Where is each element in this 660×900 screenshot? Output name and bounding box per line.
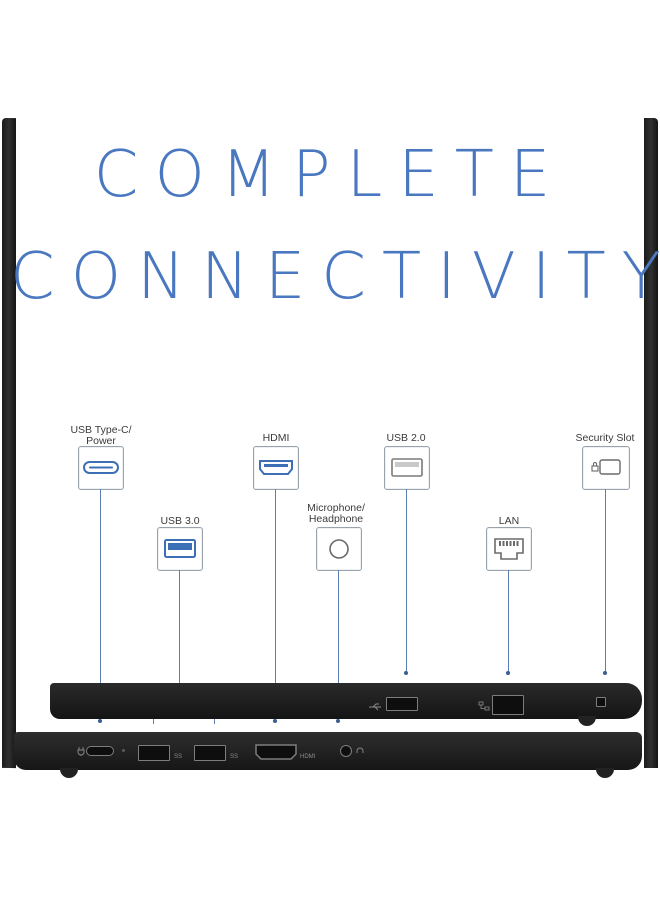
mic-connector-line	[338, 570, 339, 721]
security-connector-dot	[603, 671, 607, 675]
usb-speed-mark-2: SS	[230, 754, 239, 760]
security-port-callout	[582, 446, 630, 490]
mic-connector-dot	[336, 719, 340, 723]
usb3-bracket-right	[214, 716, 215, 724]
usb3-port-callout	[157, 527, 203, 571]
security-label: Security Slot	[575, 432, 635, 444]
lan-port-callout	[486, 527, 532, 571]
hdmi-connector-dot	[273, 719, 277, 723]
hdmi-icon	[259, 460, 293, 475]
hdmi-chassis-label: HDMI	[300, 754, 316, 760]
usb2-label: USB 2.0	[386, 432, 426, 444]
laptop-right-side	[50, 683, 642, 719]
mic-port-callout	[316, 527, 362, 571]
usb2-connector-line	[406, 489, 407, 673]
usb2-connector-dot	[404, 671, 408, 675]
status-led	[122, 749, 125, 752]
hdmi-connector-line	[275, 489, 276, 721]
audio-jack-icon	[329, 539, 349, 559]
lan-connector-line	[508, 570, 509, 673]
headphone-symbol-icon	[356, 747, 364, 753]
usb3-port-1	[138, 745, 170, 761]
usb-speed-mark-1: SS	[174, 754, 183, 760]
laptop-left-side: SS SS HDMI	[14, 732, 642, 770]
power-symbol-icon	[77, 747, 85, 756]
usb3-port-2	[194, 745, 226, 761]
usb-c-connector-line	[100, 489, 101, 721]
usb2-port-callout	[384, 446, 430, 490]
network-symbol-icon	[478, 701, 490, 711]
hdmi-port	[255, 744, 297, 760]
security-connector-line	[605, 489, 606, 673]
usb-c-icon	[83, 461, 119, 474]
lock-icon	[591, 459, 621, 475]
usb-c-port	[86, 746, 114, 756]
usb3-connector-line	[179, 570, 180, 716]
screen-bezel-right	[644, 118, 658, 768]
lan-label: LAN	[498, 515, 520, 527]
lan-connector-dot	[506, 671, 510, 675]
usb3-icon	[164, 539, 196, 558]
security-slot	[596, 697, 606, 707]
usb3-bracket-left	[153, 716, 154, 724]
rear-foot	[578, 716, 596, 726]
front-foot-left	[60, 768, 78, 778]
usb2-port	[386, 697, 418, 711]
audio-jack-port	[340, 745, 352, 757]
mic-label: Microphone/ Headphone	[307, 502, 365, 525]
hdmi-label: HDMI	[262, 432, 290, 444]
ethernet-icon	[494, 538, 524, 560]
usb-c-connector-dot	[98, 719, 102, 723]
front-foot-right	[596, 768, 614, 778]
usb3-label: USB 3.0	[160, 515, 200, 527]
ethernet-port	[492, 695, 524, 715]
usb-c-port-callout	[78, 446, 124, 490]
headline-line-2: CONNECTIVITY	[10, 240, 660, 314]
headline-line-1: COMPLETE	[93, 138, 567, 212]
usb2-icon	[391, 458, 423, 477]
usb-c-label: USB Type-C/ Power	[70, 424, 132, 447]
usb-symbol-icon	[369, 703, 381, 711]
screen-bezel-left	[2, 117, 16, 769]
hdmi-port-callout	[253, 446, 299, 490]
